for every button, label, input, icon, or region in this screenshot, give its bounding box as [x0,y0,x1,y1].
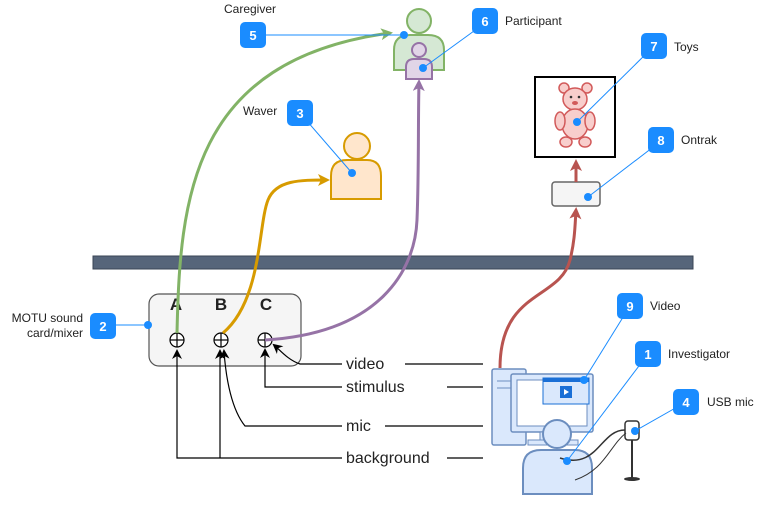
badge-9-number: 9 [626,299,633,314]
ontrak-line [498,207,582,369]
callout-dots [144,31,639,465]
channel-b-label: B [215,295,227,314]
badge-6-number: 6 [481,14,488,29]
motu-label-line1: MOTU sound [12,311,83,325]
channel-b-jack [213,332,229,348]
motu-label-line2: card/mixer [27,326,83,340]
badge-7[interactable]: 7 [641,33,667,59]
badge-8-number: 8 [657,133,664,148]
video-window-icon [542,377,590,405]
video-device-label: Video [650,299,681,313]
badge-5-number: 5 [249,28,256,43]
badge-4[interactable]: 4 [673,389,699,415]
waver-line [222,174,330,335]
waver-label: Waver [243,104,277,118]
investigator-label: Investigator [668,347,730,361]
waver-person-icon [330,132,382,200]
background-line-a [172,349,342,459]
channel-a-label: A [170,295,182,314]
badge-6[interactable]: 6 [472,8,498,34]
channel-c-label: C [260,295,272,314]
ontrak-device [551,181,601,207]
signal-video-label: video [346,356,384,373]
participant-label: Participant [505,14,562,28]
channel-a-jack [169,332,185,348]
teddy-face [569,95,581,105]
badge-1-number: 1 [644,347,651,362]
usb-mic-label: USB mic [707,395,754,409]
badge-2[interactable]: 2 [90,313,116,339]
caregiver-label: Caregiver [224,2,276,16]
participant-person-icon [405,42,433,80]
toys-label: Toys [674,40,699,54]
signal-stimulus-label: stimulus [346,379,405,396]
mic-line [219,349,342,427]
stimulus-line [260,348,342,388]
participant-line [264,79,425,342]
video-pointer-line [272,343,342,365]
badge-2-number: 2 [99,319,106,334]
badge-9[interactable]: 9 [617,293,643,319]
badge-8[interactable]: 8 [648,127,674,153]
badge-7-number: 7 [650,39,657,54]
signal-mic-label: mic [346,418,371,435]
divider-bar [92,255,694,270]
badge-1[interactable]: 1 [635,341,661,367]
badge-4-number: 4 [682,395,690,410]
badge-3-number: 3 [296,106,303,121]
caregiver-line [175,28,393,334]
badge-3[interactable]: 3 [287,100,313,126]
ontrak-label: Ontrak [681,133,718,147]
badge-5[interactable]: 5 [240,22,266,48]
signal-background-label: background [346,450,430,467]
